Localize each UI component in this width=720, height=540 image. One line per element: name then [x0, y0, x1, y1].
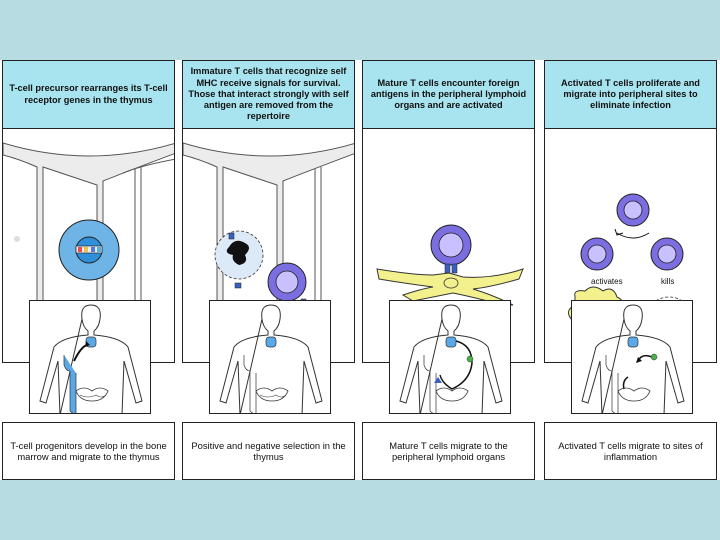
panel-2-caption: Positive and negative selection in the t…	[182, 422, 355, 480]
panel-3: Mature T cells encounter foreign antigen…	[362, 60, 535, 480]
human-body-outline	[30, 301, 151, 414]
panel-3-caption: Mature T cells migrate to the peripheral…	[362, 422, 535, 480]
panel-2-body-diagram	[209, 300, 331, 414]
human-body-outline	[572, 301, 693, 414]
panel-1-body-diagram	[29, 300, 151, 414]
panel-3-header: Mature T cells encounter foreign antigen…	[362, 60, 535, 129]
panel-4: Activated T cells proliferate and migrat…	[544, 60, 717, 480]
panel-3-body-diagram	[389, 300, 511, 414]
panel-4-header: Activated T cells proliferate and migrat…	[544, 60, 717, 129]
human-body-outline	[390, 301, 511, 414]
activates-label: activates	[591, 277, 623, 286]
panel-1: T-cell precursor rearranges its T-cell r…	[2, 60, 175, 480]
human-body-outline	[210, 301, 331, 414]
panel-2: Immature T cells that recognize self MHC…	[182, 60, 355, 480]
panel-1-caption: T-cell progenitors develop in the bone m…	[2, 422, 175, 480]
panel-1-header: T-cell precursor rearranges its T-cell r…	[2, 60, 175, 129]
panel-4-body-diagram	[571, 300, 693, 414]
kills-label: kills	[661, 277, 674, 286]
panel-2-header: Immature T cells that recognize self MHC…	[182, 60, 355, 129]
panel-4-caption: Activated T cells migrate to sites of in…	[544, 422, 717, 480]
